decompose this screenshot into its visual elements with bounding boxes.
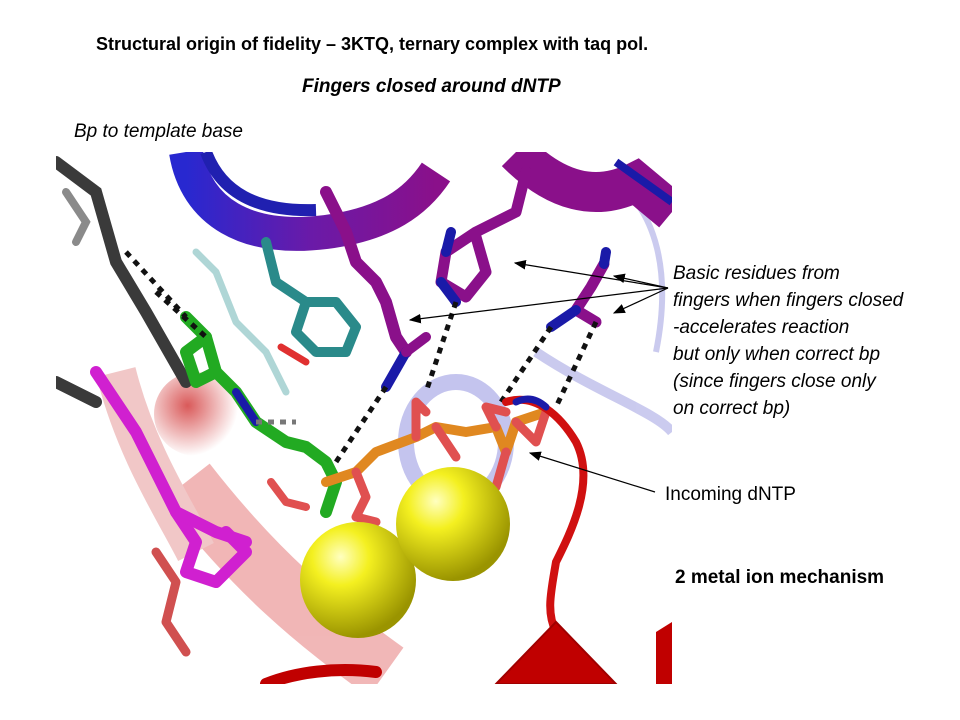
incoming-dntp-label: Incoming dNTP (665, 484, 796, 505)
structure-svg (56, 152, 672, 684)
basic-residues-annotation: Basic residues from fingers when fingers… (673, 260, 903, 422)
metal-mechanism-label: 2 metal ion mechanism (675, 567, 885, 588)
blurred-metal-sphere (154, 372, 238, 456)
basic-residues-line-3: -accelerates reaction (673, 317, 850, 338)
fingers-helix (169, 152, 672, 251)
metal-ion-1 (300, 522, 416, 638)
magenta-base (90, 366, 252, 657)
red-loop-ribbon (260, 395, 672, 684)
metal-ion-2 (396, 467, 510, 581)
triphosphate-chain (321, 397, 551, 527)
lysine-residue (546, 247, 611, 332)
dntp-base (180, 311, 342, 518)
bp-template-label: Bp to template base (74, 121, 243, 142)
page-subtitle: Fingers closed around dNTP (302, 76, 561, 97)
page-title: Structural origin of fidelity – 3KTQ, te… (96, 34, 649, 54)
arginine-residue (320, 186, 431, 392)
basic-residues-line-5: (since fingers close only (673, 371, 876, 392)
basic-residues-line-2: fingers when fingers closed (673, 290, 904, 311)
histidine-residue (435, 166, 532, 307)
basic-residues-line-6: on correct bp) (673, 398, 791, 419)
basic-residues-line-4: but only when correct bp (673, 344, 881, 365)
basic-residues-line-1: Basic residues from (673, 263, 840, 284)
teal-residue (192, 237, 361, 396)
molecular-structure-render (56, 152, 672, 684)
template-strand (56, 156, 192, 408)
